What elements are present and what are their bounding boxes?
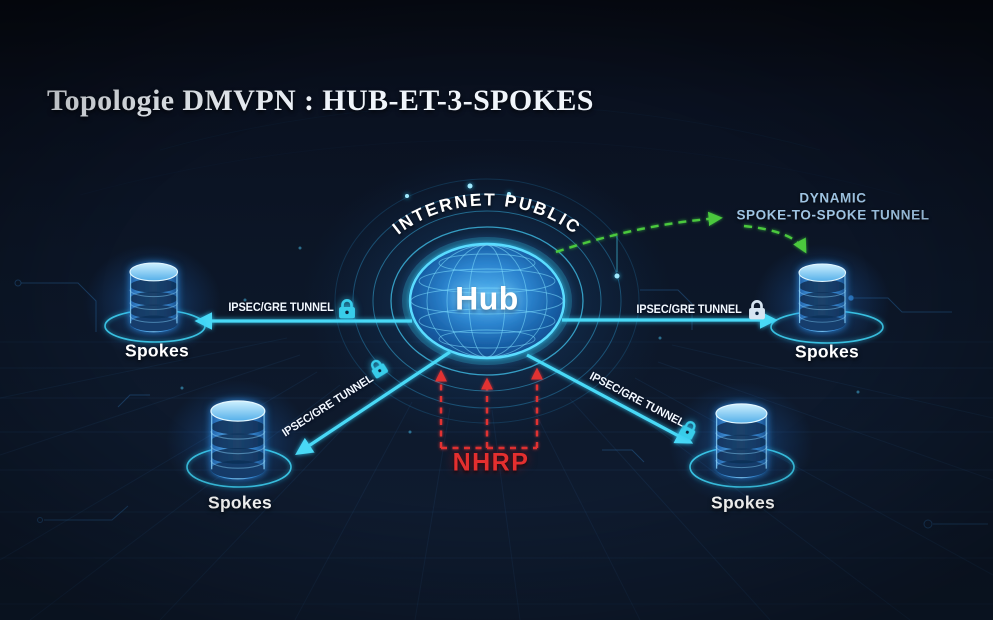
perspective-grid (0, 104, 993, 620)
nhrp-registration-arrows (435, 367, 543, 450)
dynamic-tunnel-arrow-out (555, 211, 723, 254)
spoke-bottom-left-label: Spokes (207, 492, 273, 513)
dynamic-tunnel-arrow-in (743, 224, 807, 254)
hub-label: Hub (455, 280, 519, 317)
orbit-dots (405, 183, 620, 279)
ipsec-tunnel-lines (194, 311, 778, 455)
tunnel-right-label: IPSEC/GRE TUNNEL (636, 304, 742, 316)
spoke-bottom-right-device-icon (715, 403, 768, 479)
spoke-bottom-right-label: Spokes (710, 492, 776, 513)
spoke-right-device-icon (798, 263, 847, 333)
hub-globe-icon (402, 237, 572, 365)
nhrp-label: NHRP (452, 448, 530, 477)
spoke-left-label: Spokes (124, 340, 190, 361)
dynamic-tunnel-arrows (555, 211, 807, 254)
dynamic-tunnel-label-line2: SPOKE-TO-SPOKE TUNNEL (736, 207, 930, 222)
page-title: Topologie DMVPN : HUB-ET-3-SPOKES (47, 84, 594, 117)
spoke-right-label: Spokes (794, 341, 860, 362)
tunnel-bottom-left-line (295, 350, 451, 455)
tunnel-bottom-right-line (526, 353, 694, 444)
tunnel-left-label: IPSEC/GRE TUNNEL (228, 302, 334, 314)
spoke-bottom-left-device-icon (210, 400, 266, 481)
spoke-left-device-icon (129, 262, 179, 333)
dynamic-tunnel-label: DYNAMIC SPOKE-TO-SPOKE TUNNEL (736, 191, 929, 224)
dynamic-tunnel-label-line1: DYNAMIC (799, 190, 867, 206)
